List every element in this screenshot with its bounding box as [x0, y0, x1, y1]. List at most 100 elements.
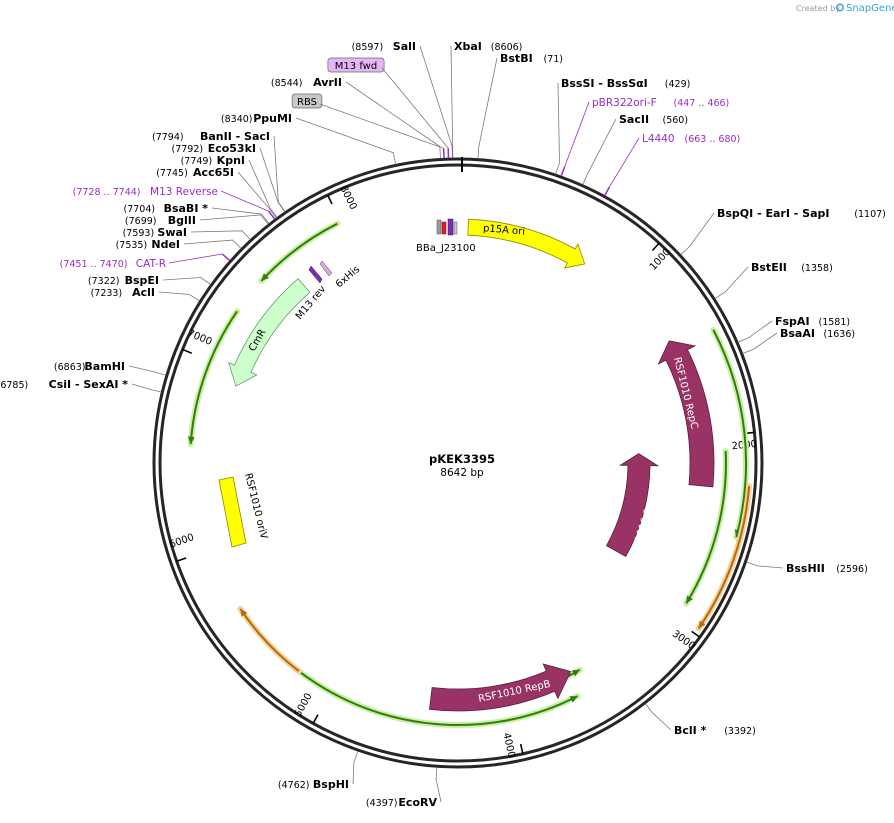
feature-p15a-ori[interactable]: p15A ori — [467, 218, 586, 269]
feature-rsf1010-repc[interactable]: RSF1010 RepC — [657, 340, 715, 488]
feature-rsf1010-oriv[interactable]: RSF1010 oriV — [218, 472, 269, 548]
feature-rsf1010-repb[interactable]: RSF1010 RepB — [429, 663, 572, 712]
orf-line[interactable] — [712, 329, 747, 538]
site-bssi[interactable]: BssSI - BssSαI(429) — [555, 77, 691, 175]
site-bspqi[interactable]: BspQI - EarI - SapI(1107) — [680, 207, 886, 255]
site-ndei[interactable]: NdeI(7535) — [116, 238, 242, 251]
site-name[interactable]: KpnI — [217, 154, 245, 167]
site-name[interactable]: Acc65I — [193, 166, 234, 179]
site-name[interactable]: SwaI — [157, 226, 187, 239]
primer-name[interactable]: M13 fwd — [335, 61, 377, 72]
site-name[interactable]: BssSI - BssSαI — [561, 77, 648, 90]
site-fspai[interactable]: FspAI (1581) — [737, 315, 851, 343]
orf-line[interactable] — [189, 310, 238, 445]
site-name[interactable]: AclI — [132, 286, 155, 299]
primer-name[interactable]: M13 Reverse — [150, 186, 218, 198]
site-position: (2596) — [836, 564, 868, 575]
site-bstbi[interactable]: BstBI(71) — [477, 52, 563, 159]
site-name[interactable]: PpuMI — [253, 112, 292, 125]
site-name[interactable]: FspAI — [775, 315, 810, 328]
site-name[interactable]: BsaAI — [780, 327, 815, 340]
primer-name[interactable]: pBR322ori-F — [592, 97, 657, 109]
feature-cmr[interactable]: CmR — [228, 278, 311, 387]
site-name[interactable]: XbaI — [454, 40, 482, 53]
site-position: (8606) — [491, 42, 523, 53]
site-name[interactable]: AvrII — [313, 76, 342, 89]
site-eco53ki[interactable]: Eco53kI(7792) — [172, 142, 286, 213]
site-name[interactable]: BclI * — [674, 724, 707, 737]
site-swai[interactable]: SwaI(7593) — [123, 226, 251, 240]
site-name[interactable]: BstEII — [751, 261, 787, 274]
site-name[interactable]: BamHI — [84, 360, 125, 373]
repb-arrow[interactable] — [429, 663, 572, 712]
primer-m13rev[interactable]: M13 Reverse(7728 .. 7744) — [73, 186, 276, 220]
site-name[interactable]: BspQI - EarI - SapI — [717, 207, 829, 220]
primer-rbs[interactable]: RBS — [291, 93, 445, 159]
primer-tick — [442, 148, 445, 159]
orf-line[interactable] — [697, 486, 751, 630]
repc-arrow[interactable] — [657, 340, 715, 488]
site-position: (1581) — [819, 317, 851, 328]
his-marker[interactable] — [319, 260, 333, 277]
orf-line[interactable] — [283, 658, 579, 726]
primer-m13fwd[interactable]: M13 fwd — [327, 57, 450, 159]
site-bsshii[interactable]: BssHII (2596) — [746, 561, 868, 575]
site-leader — [158, 291, 200, 302]
site-ppumi[interactable]: PpuMI(8340) — [221, 112, 397, 165]
site-leader — [737, 320, 773, 343]
site-bspei[interactable]: BspEI(7322) — [88, 274, 211, 287]
site-avrii[interactable]: AvrII(8544) — [271, 76, 441, 159]
site-ecorv[interactable]: EcoRV(4397) — [366, 767, 442, 809]
site-name[interactable]: EcoRV — [398, 796, 437, 809]
site-sacii[interactable]: SacII (560) — [582, 113, 689, 185]
site-bsphi[interactable]: BspHI(4762) — [278, 750, 359, 791]
site-bcli[interactable]: BclI *(3392) — [645, 703, 756, 737]
primer-tick — [221, 253, 231, 262]
oriv-box[interactable] — [218, 476, 247, 548]
feature-rsf1010-repa[interactable]: RSF1010 RepA — [605, 453, 661, 562]
site-bsteii[interactable]: BstEII(1358) — [714, 261, 833, 299]
site-name[interactable]: BsaBI * — [164, 202, 209, 215]
primer-name[interactable]: RBS — [297, 97, 317, 108]
site-leader — [582, 118, 617, 185]
site-kpni[interactable]: KpnI(7749) — [181, 154, 278, 218]
site-sali[interactable]: SalI(8597) — [352, 40, 453, 159]
site-position: (560) — [663, 115, 689, 126]
site-acli[interactable]: AclI(7233) — [91, 286, 200, 302]
m13rev-marker[interactable] — [308, 265, 323, 284]
site-leader — [131, 383, 162, 393]
feature-bba-j23100[interactable]: BBa_J23100 — [416, 218, 476, 254]
site-name[interactable]: BglII — [168, 214, 196, 227]
site-name[interactable]: NdeI — [151, 238, 180, 251]
orf-line[interactable] — [260, 222, 338, 282]
p15a-ori-arrow[interactable] — [467, 218, 586, 269]
site-name[interactable]: BanII - SacI — [200, 130, 270, 143]
site-name[interactable]: BspEI — [125, 274, 159, 287]
primer-catr[interactable]: CAT-R(7451 .. 7470) — [60, 253, 231, 270]
site-name[interactable]: CsiI - SexAI * — [49, 378, 129, 391]
primer-l4440[interactable]: L4440(663 .. 680) — [604, 133, 741, 196]
bba-marker[interactable] — [436, 219, 442, 235]
repa-arrow[interactable] — [605, 453, 660, 557]
site-name[interactable]: BstBI — [500, 52, 533, 65]
site-acc65i[interactable]: Acc65I(7745) — [156, 166, 277, 219]
orf-arrowhead — [261, 273, 269, 281]
primer-name[interactable]: CAT-R — [136, 258, 166, 270]
site-xbai[interactable]: XbaI (8606) — [450, 40, 523, 159]
site-bsaai[interactable]: BsaAI(1636) — [742, 327, 855, 354]
site-name[interactable]: SalI — [393, 40, 416, 53]
site-name[interactable]: BspHI — [313, 778, 349, 791]
site-bglii[interactable]: BglII(7699) — [125, 214, 269, 227]
primer-pbr322[interactable]: pBR322ori-F(447 .. 466) — [560, 97, 729, 177]
tick-mark — [182, 348, 193, 354]
site-name[interactable]: BssHII — [786, 562, 825, 575]
site-bsabi[interactable]: BsaBI *(7704) — [124, 202, 270, 224]
primer-name[interactable]: L4440 — [642, 133, 675, 145]
cmr-arrow[interactable] — [228, 278, 311, 387]
site-csii[interactable]: CsiI - SexAI *(6785) — [0, 378, 162, 393]
orf-line[interactable] — [685, 451, 727, 604]
plasmid-name: pKEK3395 — [429, 452, 495, 466]
site-name[interactable]: SacII — [619, 113, 649, 126]
site-name[interactable]: Eco53kI — [208, 142, 256, 155]
site-bamhi[interactable]: BamHI(6863) — [54, 360, 167, 376]
